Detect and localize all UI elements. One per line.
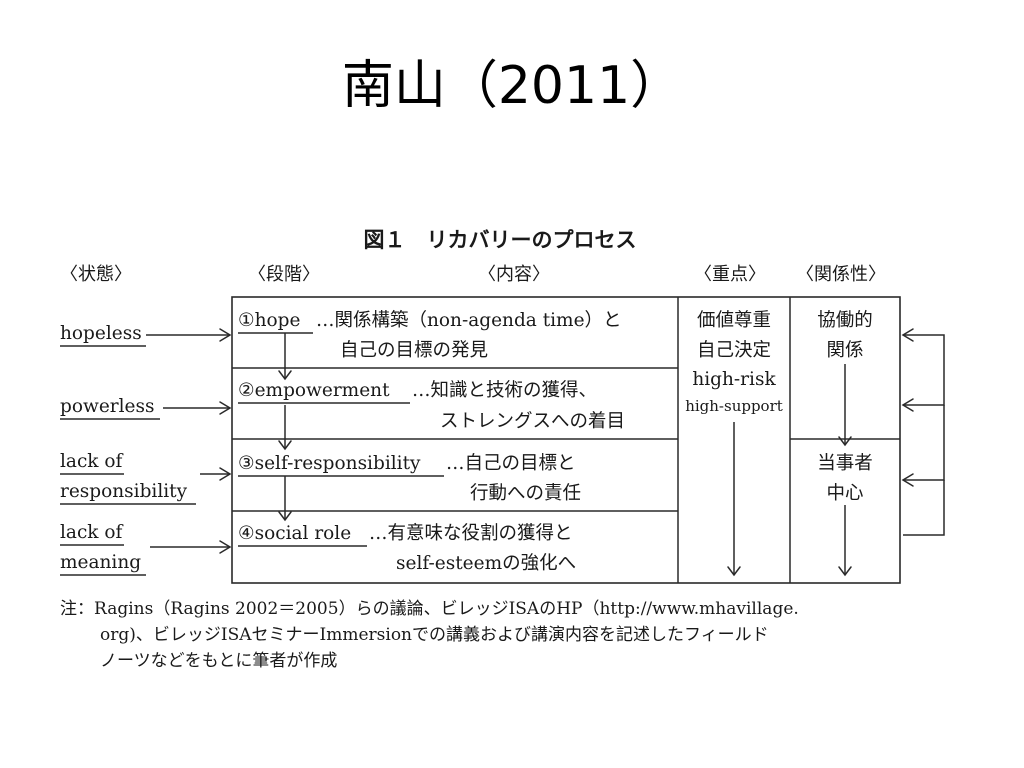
state-hopeless: hopeless <box>60 323 146 347</box>
state-label-powerless: powerless <box>60 396 154 417</box>
stage-text-hope-2: 自己の目標の発見 <box>340 340 488 361</box>
stage-label-empowerment: ②empowerment <box>238 380 390 401</box>
stage-text-self-responsibility-2: 行動への責任 <box>470 483 581 504</box>
stage-text-empowerment-1: …知識と技術の獲得、 <box>412 380 597 401</box>
stage-connector-arrows <box>278 333 292 522</box>
stage-row-hope: ①hope …関係構築（non-agenda time）と 自己の目標の発見 <box>238 310 622 361</box>
figure-title: 図１ リカバリーのプロセス <box>364 228 637 252</box>
header-relation: 〈関係性〉 <box>796 264 886 285</box>
state-lack-of-meaning: lack of meaning <box>60 522 146 576</box>
state-label-lack-of-2: lack of <box>60 522 124 543</box>
state-label-meaning: meaning <box>60 552 141 573</box>
state-to-stage-arrows <box>146 328 232 554</box>
state-label-lack-of-1: lack of <box>60 451 124 472</box>
focus-self-determination: 自己決定 <box>697 340 771 361</box>
relation-center: 中心 <box>826 483 863 504</box>
header-focus: 〈重点〉 <box>694 264 766 285</box>
stage-row-self-responsibility: ③self-responsibility …自己の目標と 行動への責任 <box>238 453 581 504</box>
stage-text-social-role-2: self-esteemの強化へ <box>396 553 576 574</box>
stage-text-hope-1: …関係構築（non-agenda time）と <box>316 310 622 331</box>
focus-high-risk: high-risk <box>692 369 776 390</box>
state-label-responsibility: responsibility <box>60 481 188 502</box>
focus-value-respect: 価値尊重 <box>697 310 771 331</box>
figure-note: 注：Ragins（Ragins 2002＝2005）らの議論、ビレッジISAのH… <box>60 599 799 671</box>
header-stage: 〈段階〉 <box>248 264 320 285</box>
stage-row-empowerment: ②empowerment …知識と技術の獲得、 ストレングスへの着目 <box>238 380 625 432</box>
slide-title: 南山（2011） <box>341 56 683 116</box>
state-powerless: powerless <box>60 396 160 420</box>
stage-text-empowerment-2: ストレングスへの着目 <box>440 411 625 432</box>
stage-text-social-role-1: …有意味な役割の獲得と <box>369 523 573 544</box>
state-label-hopeless: hopeless <box>60 323 142 344</box>
note-line-3: ノーツなどをもとに筆者が作成 <box>100 651 337 671</box>
relation-person-centered: 当事者 <box>817 453 873 474</box>
stage-label-self-responsibility: ③self-responsibility <box>238 453 421 474</box>
process-table <box>231 296 901 584</box>
note-line-1: 注：Ragins（Ragins 2002＝2005）らの議論、ビレッジISAのH… <box>60 599 799 619</box>
feedback-loop-arrows <box>901 328 945 536</box>
relation-column: 協働的 関係 当事者 中心 <box>817 310 873 577</box>
stage-row-social-role: ④social role …有意味な役割の獲得と self-esteemの強化へ <box>238 523 576 574</box>
focus-column: 価値尊重 自己決定 high-risk high-support <box>685 310 783 577</box>
note-line-2: org)、ビレッジISAセミナーImmersionでの講義および講演内容を記述し… <box>100 625 769 645</box>
header-state: 〈状態〉 <box>60 264 132 285</box>
focus-high-support: high-support <box>685 397 783 415</box>
stage-text-self-responsibility-1: …自己の目標と <box>446 453 576 474</box>
relation-collaborative: 協働的 <box>817 310 873 331</box>
state-lack-of-responsibility: lack of responsibility <box>60 451 196 505</box>
relation-relationship: 関係 <box>826 340 863 361</box>
stage-label-hope: ①hope <box>238 310 300 331</box>
stage-label-social-role: ④social role <box>238 523 351 544</box>
header-content: 〈内容〉 <box>478 264 550 285</box>
